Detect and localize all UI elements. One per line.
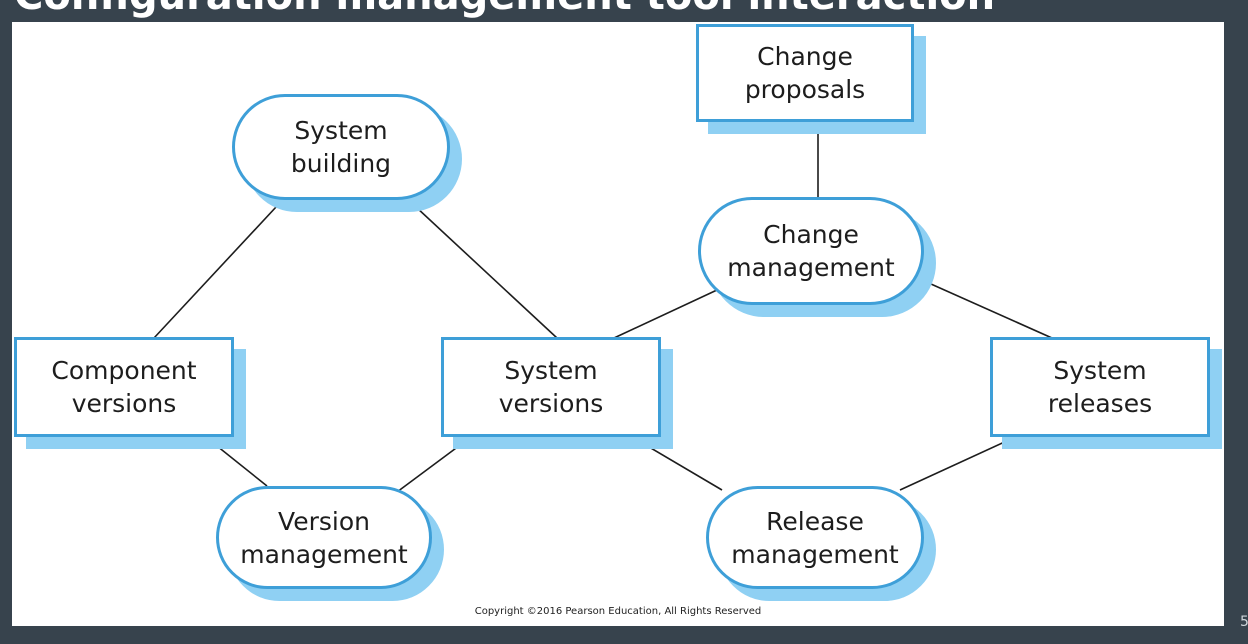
connector-system-building-system-versions <box>401 193 558 339</box>
node-change-proposals: Change proposals <box>696 24 914 122</box>
node-system-versions: System versions <box>441 337 661 437</box>
node-system-releases-line1: System <box>1053 356 1147 385</box>
node-system-versions-line2: versions <box>498 389 604 418</box>
connector-system-versions-release-management <box>626 433 723 491</box>
node-change-proposals-line1: Change <box>757 42 853 71</box>
connector-system-building-component-versions <box>153 191 291 339</box>
connector-component-versions-version-management <box>201 433 268 487</box>
connector-change-management-system-releases <box>921 279 1053 339</box>
node-system-building-line2: building <box>290 149 392 178</box>
copyright-notice: Copyright ©2016 Pearson Education, All R… <box>474 606 762 617</box>
node-change-management: Change management <box>698 197 924 305</box>
node-version-management-line2: management <box>240 539 408 569</box>
node-release-management-line2: management <box>731 539 899 569</box>
node-change-proposals-line2: proposals <box>744 75 866 104</box>
node-system-releases: System releases <box>990 337 1210 437</box>
node-release-management-line1: Release <box>766 506 864 536</box>
node-component-versions-line1: Component <box>51 356 197 385</box>
node-system-building-line1: System <box>294 116 388 145</box>
connector-system-versions-version-management <box>396 433 476 493</box>
node-version-management: Version management <box>216 486 432 589</box>
connector-lines <box>153 124 1053 493</box>
node-change-management-line2: management <box>727 253 895 282</box>
connector-system-releases-release-management <box>899 433 1023 491</box>
node-change-management-line1: Change <box>763 220 859 249</box>
page-number: 5 <box>1240 614 1248 630</box>
node-system-releases-line2: releases <box>1047 389 1153 418</box>
node-release-management: Release management <box>706 486 924 589</box>
node-system-building: System building <box>232 94 450 200</box>
node-version-management-line1: Version <box>278 506 370 536</box>
node-component-versions-line2: versions <box>71 389 177 418</box>
connector-change-management-system-versions <box>613 289 718 339</box>
node-component-versions: Component versions <box>14 337 234 437</box>
node-system-versions-line1: System <box>504 356 598 385</box>
slide-title: Configuration management tool interactio… <box>14 0 995 18</box>
diagram-canvas: Change proposals System building Change … <box>12 22 1224 626</box>
